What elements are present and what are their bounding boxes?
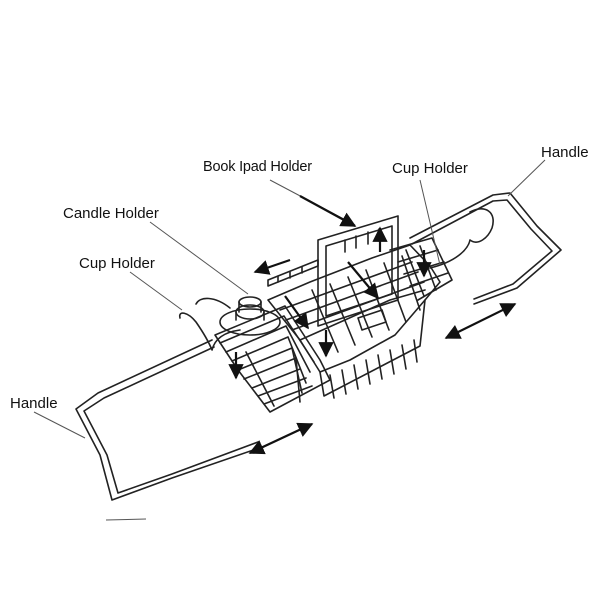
direction-arrows — [228, 195, 517, 455]
label-cup-holder-right: Cup Holder — [392, 160, 468, 177]
leader-cup-holder-right — [419, 179, 441, 266]
arrow-bar-left — [253, 258, 291, 275]
left-handle-frame — [75, 339, 263, 501]
label-handle-right: Handle — [541, 144, 589, 161]
arrow-book-ipad — [299, 195, 357, 227]
candle-holder — [219, 296, 281, 336]
right-cup-holder-wire — [429, 208, 494, 269]
label-handle-left: Handle — [10, 395, 58, 412]
center-basket — [267, 244, 441, 399]
leader-candle-holder — [149, 221, 249, 295]
right-handle-frame — [409, 192, 562, 305]
book-holder-bar — [267, 259, 319, 287]
arrow-extend-right — [444, 303, 517, 339]
left-cup-holder-wire — [178, 297, 241, 351]
arrow-extend-left — [248, 422, 314, 455]
leader-lines — [33, 159, 546, 439]
bottom-mark — [105, 518, 147, 521]
leader-handle-right — [507, 159, 546, 197]
leader-cup-holder-left — [129, 271, 183, 311]
leader-handle-left — [33, 411, 86, 439]
arrow-rack-left — [284, 295, 309, 330]
arrow-rack-diagonal — [347, 261, 379, 300]
label-cup-holder-left: Cup Holder — [79, 255, 155, 272]
right-rack — [389, 237, 453, 301]
label-candle-holder: Candle Holder — [63, 205, 159, 222]
book-ipad-holder-panel — [317, 215, 399, 327]
label-book-ipad-holder: Book Ipad Holder — [203, 159, 312, 175]
